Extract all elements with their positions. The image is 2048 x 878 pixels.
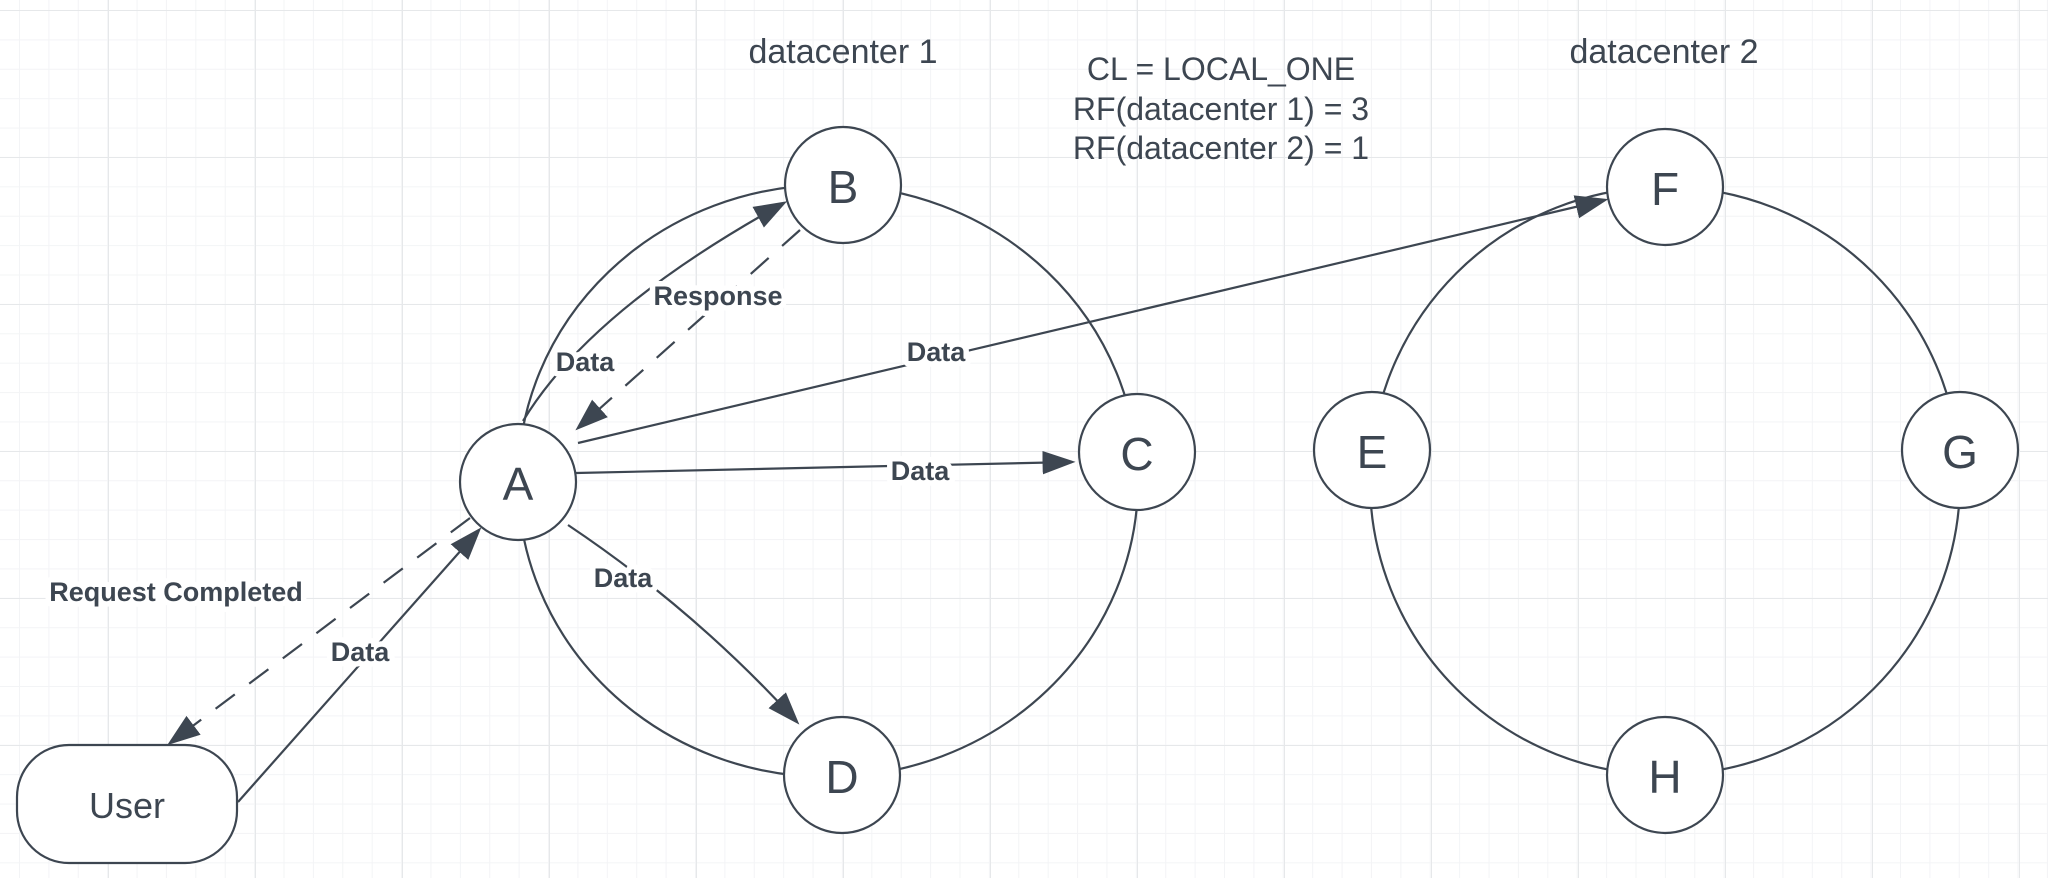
node-g-label: G [1942,426,1978,478]
edge-a-to-c-label: Data [891,456,951,486]
node-d-circle[interactable] [782,715,902,835]
edge-a-to-b[interactable] [522,201,788,422]
node-c-circle[interactable] [1077,392,1197,512]
node-h-circle[interactable] [1605,715,1725,835]
datacenter1-ring[interactable] [516,183,1140,779]
edge-a-to-user[interactable] [167,517,471,746]
edge-b-to-a[interactable] [575,229,801,431]
edge-a-to-c[interactable] [575,450,1076,475]
node-b-label: B [828,161,859,213]
edge-a-to-f-label: Data [907,337,967,367]
annotation-rf-dc2: RF(datacenter 2) = 1 [1073,130,1369,166]
datacenter2-ring[interactable] [1368,185,1962,777]
user-box[interactable] [15,743,239,865]
edge-a-to-f[interactable] [577,195,1609,445]
datacenter2-title: datacenter 2 [1569,33,1758,71]
edge-a-to-b-label: Data [556,347,616,377]
node-b-circle[interactable] [783,125,903,245]
annotation-cl: CL = LOCAL_ONE [1087,51,1355,87]
node-e-label: E [1357,426,1388,478]
user-box-label: User [89,785,165,826]
node-h-label: H [1648,751,1681,803]
edge-user-to-a[interactable] [237,527,482,803]
annotation-rf-dc1: RF(datacenter 1) = 3 [1073,91,1369,127]
datacenter1-title: datacenter 1 [748,33,937,71]
node-d-label: D [825,751,858,803]
node-g-circle[interactable] [1900,390,2020,510]
edge-b-to-a-label: Response [653,281,782,311]
edge-a-to-d[interactable] [567,524,800,725]
edge-user-to-a-label: Data [331,637,391,667]
node-a-label: A [503,458,534,510]
node-a-circle[interactable] [458,422,578,542]
node-e-circle[interactable] [1312,390,1432,510]
node-f-label: F [1651,163,1679,215]
node-c-label: C [1120,428,1153,480]
edge-a-to-user-label: Request Completed [49,577,303,607]
node-f-circle[interactable] [1605,127,1725,247]
edge-a-to-d-label: Data [594,563,654,593]
